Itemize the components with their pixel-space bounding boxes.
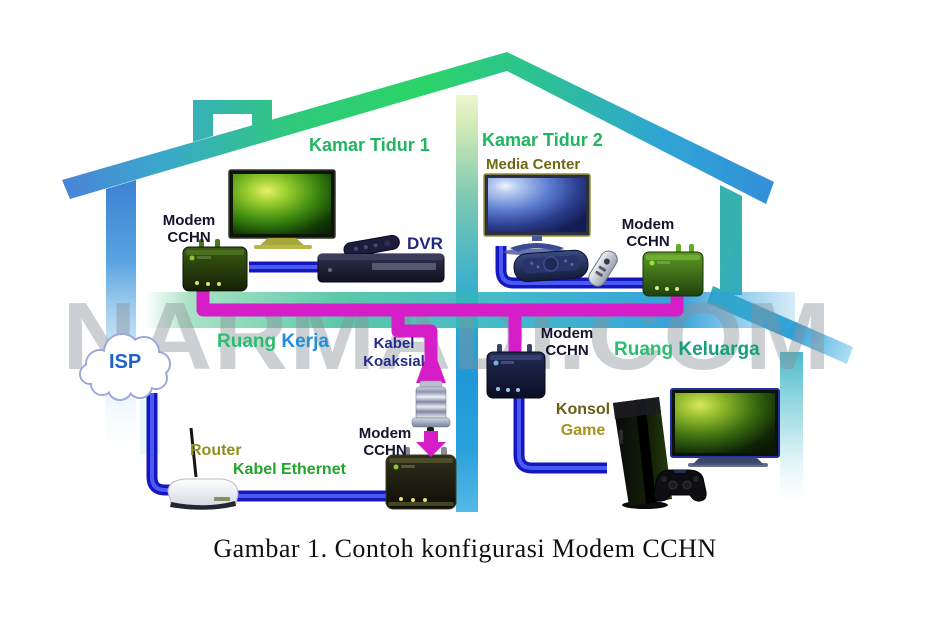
down-arrow-icon: [416, 431, 446, 457]
label-dvr: DVR: [407, 234, 443, 253]
chimney: [193, 100, 272, 142]
coax-trunk-cable: [196, 287, 684, 317]
isp-cloud: [79, 333, 171, 401]
tv-media-center: [483, 173, 591, 256]
router-antenna: [189, 427, 198, 478]
label-modem-3: Modem CCHN: [358, 425, 412, 459]
router: [167, 427, 239, 510]
media-remote: [588, 250, 618, 287]
label-konsol-game: Konsol Game: [555, 401, 611, 439]
label-kamar-tidur-2: Kamar Tidur 2: [482, 130, 603, 150]
network-diagram: NARMADI.COM: [62, 52, 853, 512]
coax-connector: [411, 359, 451, 457]
game-controller: [653, 469, 707, 502]
right-wall-post: [720, 185, 742, 295]
modem-cchn-3-device: [385, 447, 457, 510]
label-kabel-ethernet: Kabel Ethernet: [233, 461, 346, 478]
isp-cable: [146, 393, 176, 496]
label-modem-4: Modem CCHN: [540, 325, 594, 359]
label-ruang-keluarga: Ruang Keluarga: [614, 339, 760, 360]
dvr-device: [317, 234, 445, 283]
watermark: NARMADI.COM: [62, 283, 832, 390]
tv-family-room: [670, 388, 780, 467]
label-media-center: Media Center: [486, 156, 581, 173]
devices: [79, 169, 780, 510]
coax-drop-cable: [391, 309, 438, 362]
media-keyboard: [513, 249, 589, 283]
label-modem-1: Modem CCHN: [162, 212, 216, 246]
label-isp: ISP: [109, 351, 142, 373]
right-wall: [780, 352, 803, 505]
modem-cchn-1-device: [182, 239, 248, 292]
label-ruang-kerja: Ruang Kerja: [217, 331, 329, 352]
roof-right: [507, 52, 774, 204]
roof-left: [62, 52, 507, 199]
modem-cchn-4-device: [486, 344, 546, 399]
label-kamar-tidur-1: Kamar Tidur 1: [309, 135, 430, 155]
label-router: Router: [190, 442, 242, 459]
dvr-remote: [343, 234, 400, 258]
cables: [146, 246, 684, 502]
figure-caption: Gambar 1. Contoh konfigurasi Modem CCHN: [213, 534, 717, 563]
tv-bedroom1: [228, 169, 336, 249]
modem-cchn-2-device: [642, 244, 704, 297]
label-kabel-koaksial: Kabel Koaksial: [363, 335, 425, 370]
label-modem-2: Modem CCHN: [621, 216, 675, 250]
